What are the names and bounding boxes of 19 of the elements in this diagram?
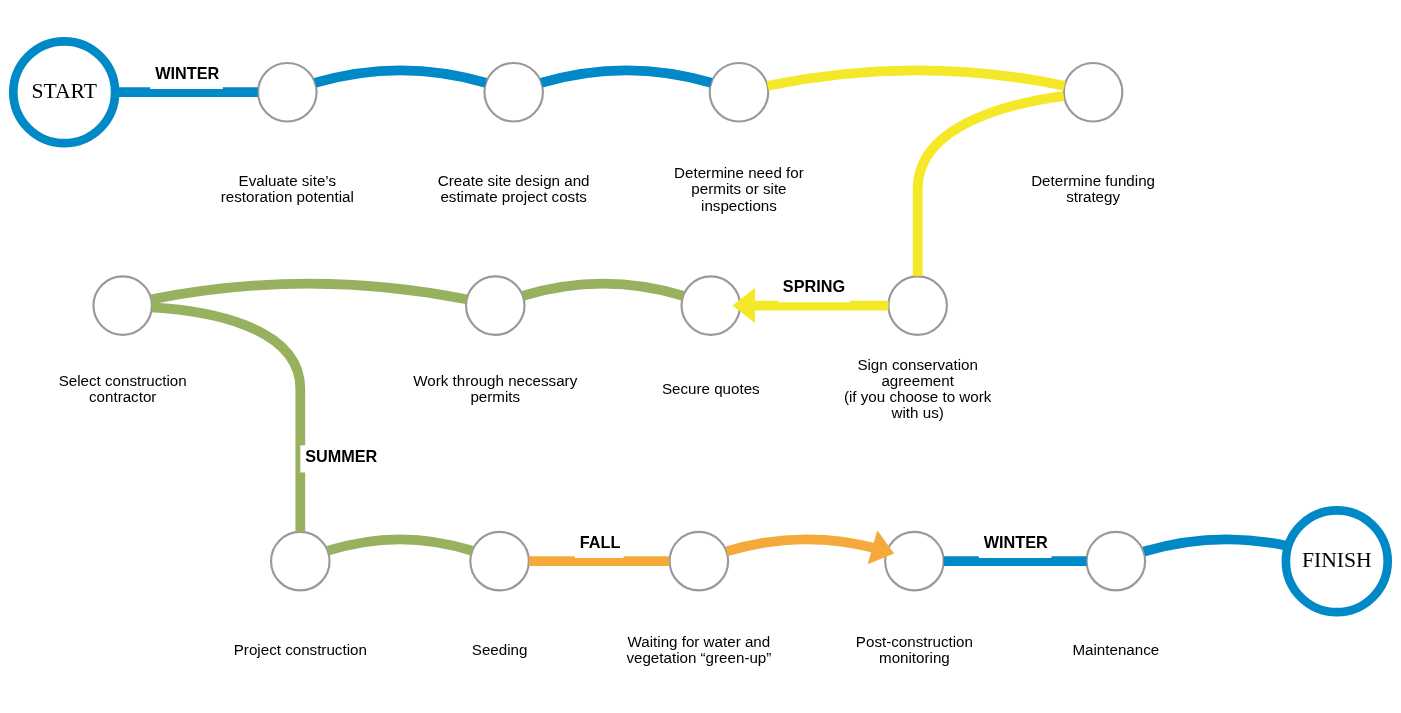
node-label: Sign conservation agreement [857,355,978,389]
edge-label: FALL [579,532,621,551]
node-label: Maintenance [1072,641,1160,659]
edge-label: SPRING [782,277,846,296]
node-label: Waiting for water and vegetation “green-up” [626,632,772,667]
node-label: Determine funding strategy [1031,172,1156,206]
node-label: Select construction contractor [58,371,187,406]
node-label: Determine need for permits or site inspections [674,164,804,214]
node-label: Create site design and estimate project costs [437,172,590,206]
node-label: Secure quotes [661,380,760,398]
node-label: Project construction [233,641,367,659]
node-label: Evaluate site’s restoration potential [220,172,354,206]
node-label: (if you choose to work with us) [843,388,992,422]
node-label: Post-construction monitoring [855,632,973,667]
edge-label: WINTER [983,532,1048,551]
edge-label: WINTER [155,63,220,82]
edge-label: SUMMER [305,447,378,466]
node-label: Work through necessary permits [413,371,578,406]
node-label: Seeding [471,641,528,659]
